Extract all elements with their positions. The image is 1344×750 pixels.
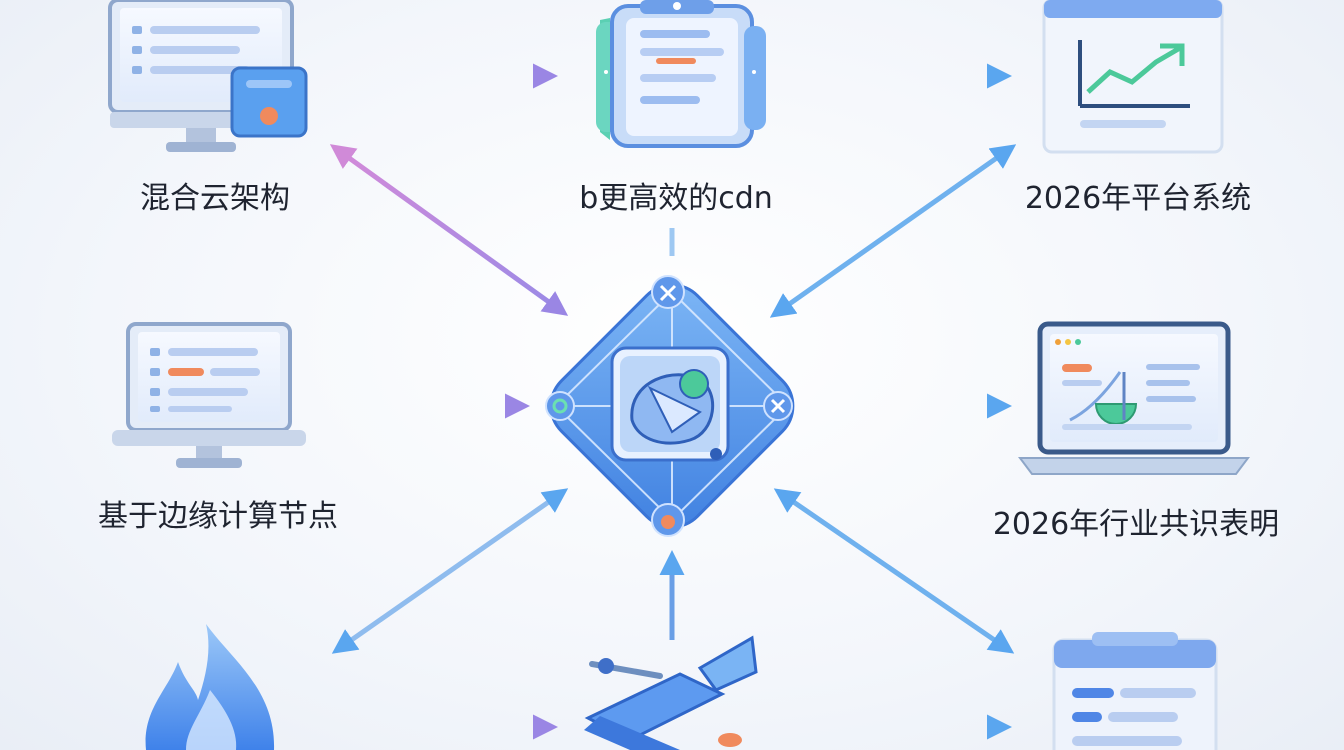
arrow-platform-hub [769,144,1017,318]
document-icon [1052,632,1218,750]
label-edge-nodes: 基于边缘计算节点 [98,499,338,534]
label-hybrid-cloud: 混合云架构 [140,181,290,216]
arrow-hub-doc [773,488,1015,654]
desktop-monitor-icon [112,322,306,468]
laptop-analytics-icon [1018,321,1250,475]
flame-icon [145,624,275,750]
label-platform-2026: 2026年平台系统 [1025,181,1251,216]
connectors [326,63,1017,740]
desktop-monitor-icon [108,0,308,152]
ai-hub-diamond-icon [545,275,795,537]
arrow-hub-fire [331,488,569,654]
label-cdn: b更高效的cdn [579,181,773,216]
tools-icon [584,635,758,750]
arrow-hybrid-hub [329,144,569,316]
label-industry-2026: 2026年行业共识表明 [993,507,1279,542]
server-document-icon [596,0,766,148]
line-chart-icon [1042,0,1224,154]
